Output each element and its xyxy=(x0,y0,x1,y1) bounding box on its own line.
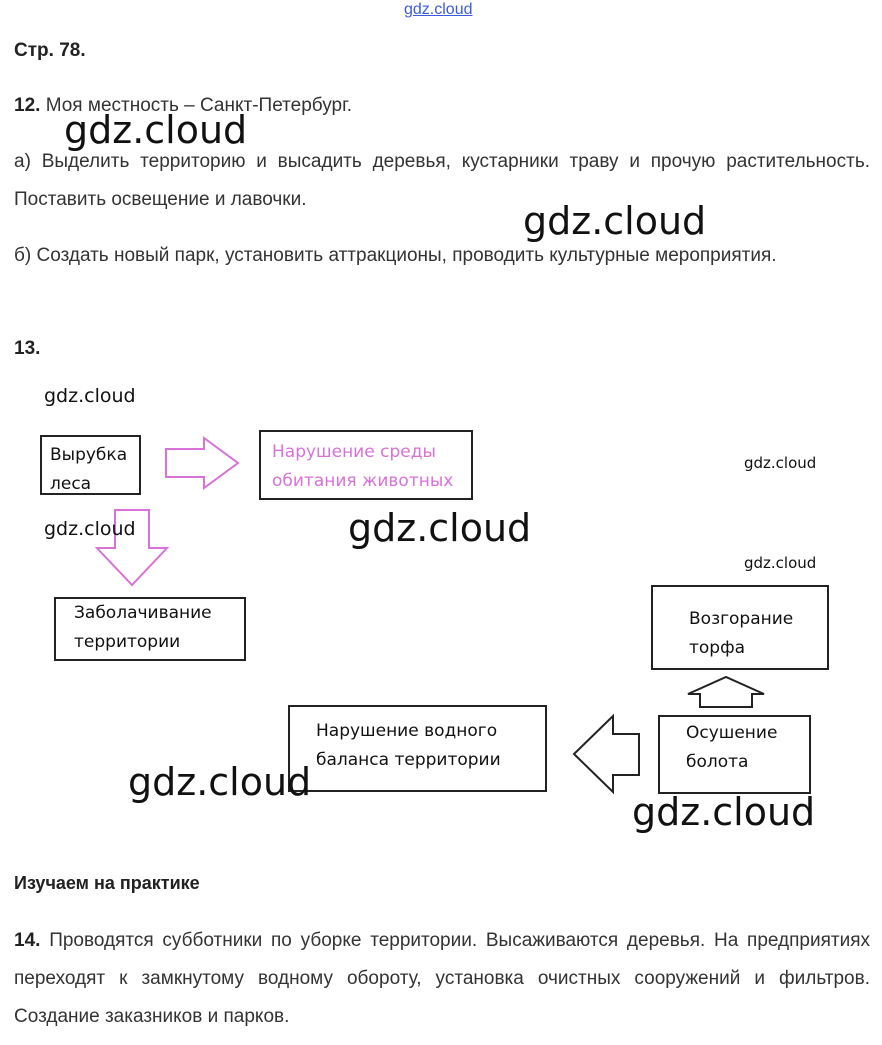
watermark: gdz.cloud xyxy=(632,790,816,834)
watermark: gdz.cloud xyxy=(348,506,532,550)
task12-heading: 12. Моя местность – Санкт-Петербург. xyxy=(14,87,352,125)
task12-number: 12. xyxy=(14,95,41,116)
watermark: gdz.cloud xyxy=(128,760,312,804)
watermark: gdz.cloud xyxy=(64,108,248,152)
watermark: gdz.cloud xyxy=(523,199,707,243)
box-habitat: Нарушение среды обитания животных xyxy=(259,430,473,500)
task12-answer-a: а) Выделить территорию и высадить деревь… xyxy=(14,151,870,210)
box-clearing: Вырубка леса xyxy=(40,435,141,495)
watermark: gdz.cloud xyxy=(44,385,136,407)
watermark: gdz.cloud xyxy=(744,454,817,472)
task14-text: Проводятся субботники по уборке территор… xyxy=(14,930,871,1027)
watermark: gdz.cloud xyxy=(44,518,136,540)
box-drainage: Осушение болота xyxy=(658,715,811,794)
box-swamping: Заболачивание территории xyxy=(54,597,246,661)
task13-number: 13. xyxy=(14,338,41,359)
page-reference: Стр. 78. xyxy=(14,40,86,61)
task12-answer-b: б) Создать новый парк, установить аттрак… xyxy=(14,245,777,266)
watermark: gdz.cloud xyxy=(744,554,817,572)
task14-number: 14. xyxy=(14,930,41,951)
section-title: Изучаем на практике xyxy=(14,873,200,893)
box-peat: Возгорание торфа xyxy=(651,585,829,670)
site-link[interactable]: gdz.cloud xyxy=(404,1,473,18)
arrow-left-icon xyxy=(572,713,640,795)
arrow-up-icon xyxy=(687,675,765,708)
arrow-right-icon xyxy=(165,436,240,490)
box-water-balance: Нарушение водного баланса территории xyxy=(288,705,547,792)
arrow-down-icon xyxy=(94,509,170,587)
task14-answer: 14. Проводятся субботники по уборке терр… xyxy=(14,922,870,1036)
task12-title: Моя местность – Санкт-Петербург. xyxy=(45,95,352,116)
